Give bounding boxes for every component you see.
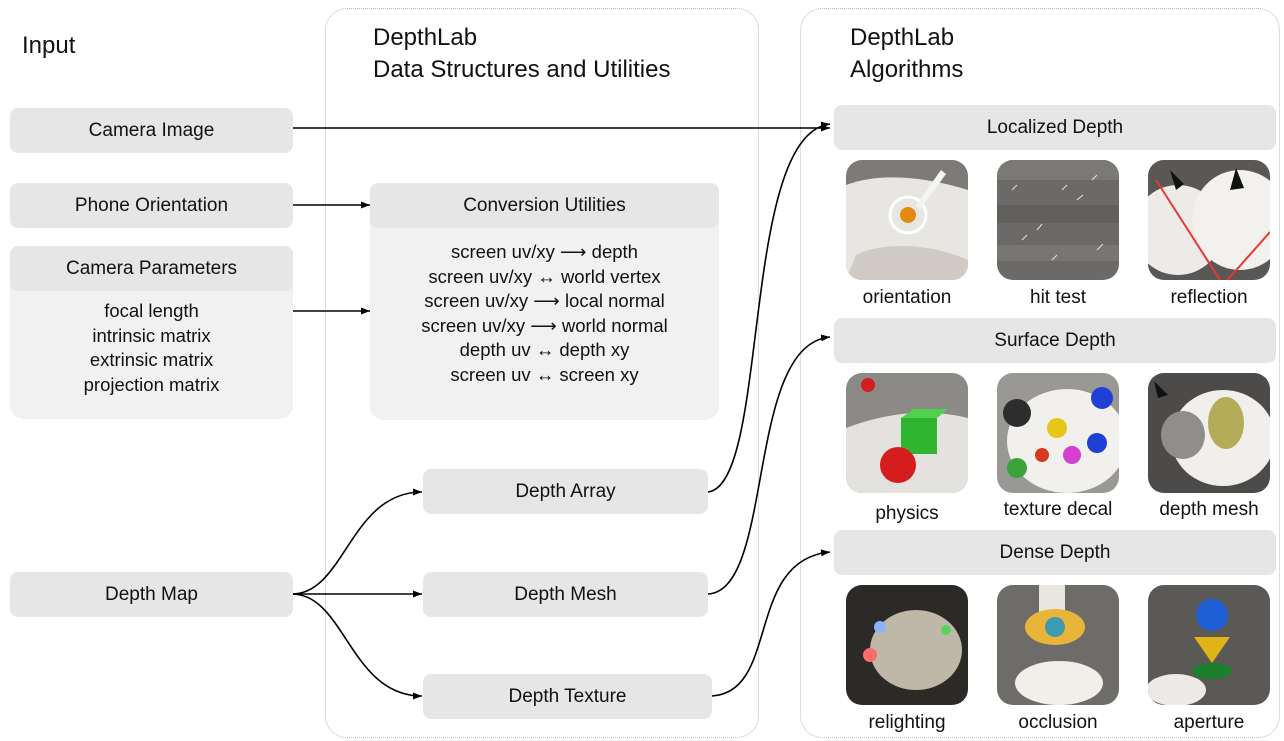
camera-parameter-item: extrinsic matrix [89,349,214,370]
depth-texture-box: Depth Texture [423,674,712,719]
conversion-item: screen uv/xy ⟶ world normal [421,314,668,336]
physics-thumbnail [846,373,968,493]
texture-decal-thumbnail [997,373,1119,493]
conversion-utilities-header: Conversion Utilities [370,183,719,228]
arrow-texture-to-dense [711,549,831,697]
aperture-caption: aperture [1173,712,1245,733]
conversion-item: screen uv/xy ⟶ local normal [424,290,665,311]
algorithms-column-title: DepthLab Algorithms [850,22,963,86]
camera-parameter-item: intrinsic matrix [92,324,211,346]
conversion-item: depth uv ↔ depth xy [459,339,630,360]
depth-mesh-thumbnail [1148,373,1270,493]
reflection-thumbnail [1148,160,1270,280]
relighting-thumbnail [846,585,968,705]
structures-title-line2: Data Structures and Utilities [373,56,671,83]
conversion-utilities-list: screen uv/xy ⟶ depth screen uv/xy ↔ worl… [370,240,719,387]
reflection-caption: reflection [1170,287,1248,308]
depth-mesh-box: Depth Mesh [423,572,708,617]
phone-orientation-box: Phone Orientation [10,183,293,228]
camera-parameters-list: focal length intrinsic matrix extrinsic … [10,299,293,397]
algorithms-column-frame [800,8,1280,738]
arrow-depthmap-to-texture [291,593,423,700]
conversion-item: screen uv ↔ screen xy [450,363,639,385]
depth-mesh-caption: depth mesh [1159,499,1259,520]
arrow-depthmap-to-array [291,488,423,595]
localized-depth-header: Localized Depth [834,105,1276,150]
hit-test-thumbnail [997,160,1119,280]
orientation-thumbnail [846,160,968,280]
depth-array-box: Depth Array [423,469,708,514]
physics-caption: physics [875,503,939,524]
camera-parameter-item: projection matrix [83,373,220,395]
depth-map-box: Depth Map [10,572,293,617]
structures-column-title: DepthLab Data Structures and Utilities [373,22,670,86]
dense-depth-header: Dense Depth [834,530,1276,575]
camera-parameters-header: Camera Parameters [10,246,293,291]
conversion-utilities-panel: Conversion Utilities screen uv/xy ⟶ dept… [370,183,719,420]
surface-depth-header: Surface Depth [834,318,1276,363]
arrow-array-to-localized [707,121,831,493]
occlusion-thumbnail [997,585,1119,705]
conversion-item: screen uv/xy ↔ world vertex [428,265,661,287]
relighting-caption: relighting [868,712,946,733]
camera-image-box: Camera Image [10,108,293,153]
camera-parameters-panel: Camera Parameters focal length intrinsic… [10,246,293,419]
orientation-caption: orientation [862,287,952,308]
aperture-thumbnail [1148,585,1270,705]
camera-parameter-item: focal length [104,300,199,321]
occlusion-caption: occlusion [1018,712,1098,733]
input-column-title: Input [22,32,76,59]
structures-title-line1: DepthLab [373,24,478,51]
algorithms-title-line2: Algorithms [850,56,964,83]
structures-column-frame [325,8,759,738]
conversion-item: screen uv/xy ⟶ depth [451,241,638,262]
hit-test-caption: hit test [1030,287,1086,308]
texture-decal-caption: texture decal [1003,499,1113,520]
algorithms-title-line1: DepthLab [850,24,955,51]
arrow-mesh-to-surface [707,334,831,595]
